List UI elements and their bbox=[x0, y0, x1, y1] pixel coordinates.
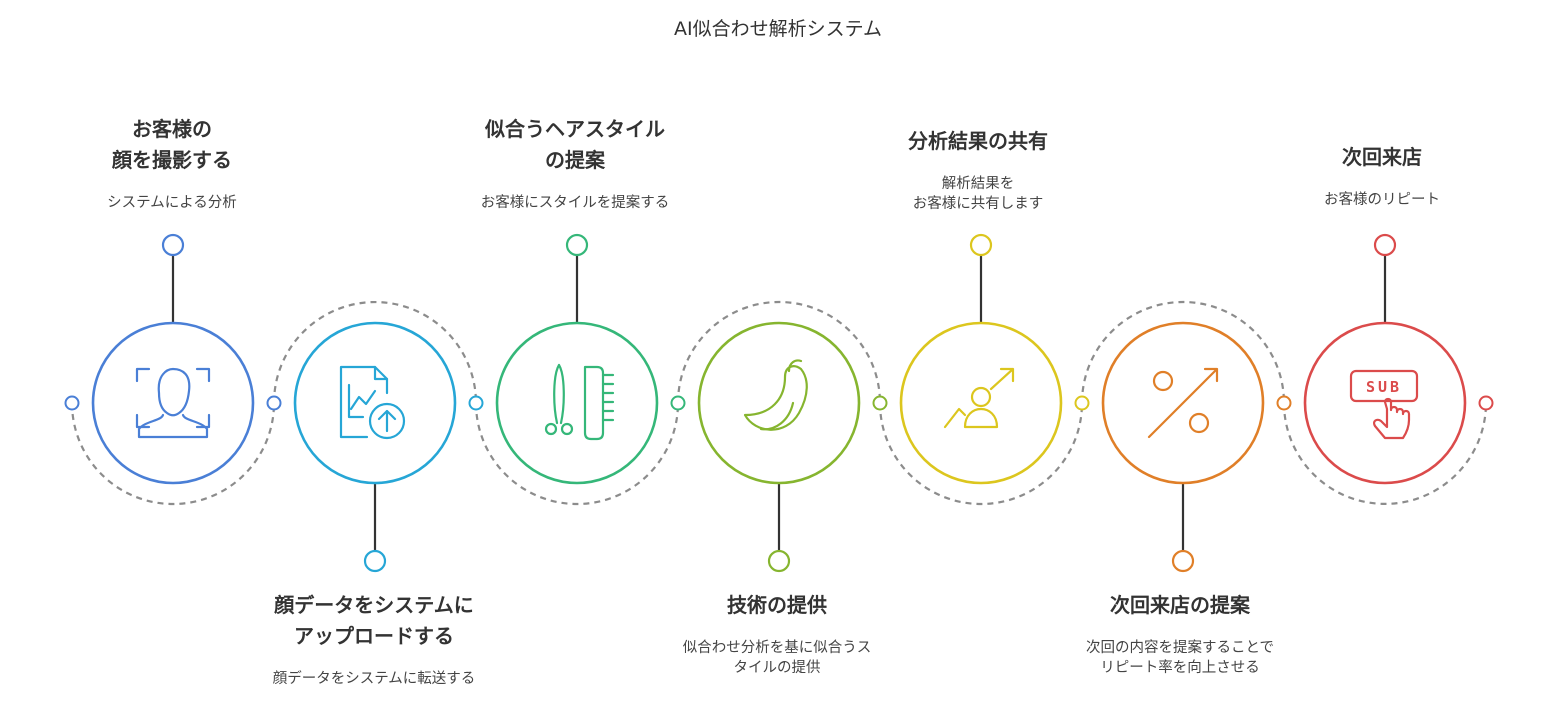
step-6-description: 次回の内容を提案することで リピート率を向上させる bbox=[1085, 640, 1275, 676]
step-7-label: 次回来店 お客様のリピート bbox=[1292, 142, 1472, 210]
step-6-title: 次回来店の提案 bbox=[1110, 593, 1250, 617]
step-6-end-dot bbox=[1171, 549, 1195, 573]
scissors-comb-icon bbox=[544, 363, 615, 441]
connector-arc-3 bbox=[474, 402, 680, 506]
step-5-label: 分析結果の共有 解析結果を お客様に共有します bbox=[868, 126, 1088, 214]
step-5-description: 解析結果を お客様に共有します bbox=[912, 176, 1044, 212]
connector-arc-6 bbox=[1080, 300, 1286, 404]
chili-pepper-icon bbox=[743, 359, 808, 431]
svg-text:SUB: SUB bbox=[1366, 378, 1402, 396]
step-2-description: 顔データをシステムに転送する bbox=[272, 671, 476, 687]
step-3-description: お客様にスタイルを提案する bbox=[480, 195, 670, 211]
upload-document-icon bbox=[339, 365, 406, 440]
step-1-end-dot bbox=[161, 233, 185, 257]
step-4-end-dot bbox=[767, 549, 791, 573]
joint-dot-2 bbox=[266, 395, 282, 411]
step-4-description: 似合わせ分析を基に似合うス タイルの提供 bbox=[682, 640, 872, 676]
step-2-circle bbox=[293, 321, 457, 485]
step-1-description: システムによる分析 bbox=[107, 195, 237, 211]
step-2-title: 顔データをシステムに アップロードする bbox=[274, 593, 474, 648]
growth-user-icon bbox=[943, 367, 1015, 429]
step-2-end-dot bbox=[363, 549, 387, 573]
step-7-description: お客様のリピート bbox=[1324, 192, 1440, 208]
connector-arc-2 bbox=[272, 300, 478, 404]
step-7-title: 次回来店 bbox=[1342, 145, 1422, 169]
step-3-title: 似合うヘアスタイル の提案 bbox=[485, 117, 665, 172]
connector-arc-4 bbox=[676, 300, 882, 404]
joint-dot-3 bbox=[468, 395, 484, 411]
step-1-label: お客様の 顔を撮影する システムによる分析 bbox=[72, 114, 272, 213]
joint-dot-6 bbox=[1074, 395, 1090, 411]
step-7-end-dot bbox=[1373, 233, 1397, 257]
joint-dot-8 bbox=[1478, 395, 1494, 411]
joint-dot-1 bbox=[64, 395, 80, 411]
step-4-label: 技術の提供 似合わせ分析を基に似合うス タイルの提供 bbox=[652, 590, 902, 678]
connector-arc-1 bbox=[70, 402, 276, 506]
step-6-label: 次回来店の提案 次回の内容を提案することで リピート率を向上させる bbox=[1050, 590, 1310, 678]
step-5-title: 分析結果の共有 bbox=[908, 129, 1048, 153]
step-1-circle bbox=[91, 321, 255, 485]
step-5-circle bbox=[899, 321, 1063, 485]
connector-arc-5 bbox=[878, 402, 1084, 506]
step-3-label: 似合うヘアスタイル の提案 お客様にスタイルを提案する bbox=[440, 114, 710, 213]
step-3-circle bbox=[495, 321, 659, 485]
step-4-circle bbox=[697, 321, 861, 485]
step-3-end-dot bbox=[565, 233, 589, 257]
connector-arc-7 bbox=[1282, 402, 1488, 506]
diagram-title: AI似合わせ解析システム bbox=[673, 18, 883, 40]
joint-dot-7 bbox=[1276, 395, 1292, 411]
percent-icon bbox=[1147, 367, 1219, 439]
joint-dot-5 bbox=[872, 395, 888, 411]
step-5-end-dot bbox=[969, 233, 993, 257]
step-2-label: 顔データをシステムに アップロードする 顔データをシステムに転送する bbox=[229, 590, 519, 689]
step-1-title: お客様の 顔を撮影する bbox=[112, 117, 232, 172]
joint-dot-4 bbox=[670, 395, 686, 411]
step-4-title: 技術の提供 bbox=[727, 593, 827, 617]
subscribe-click-icon: SUB bbox=[1349, 369, 1419, 440]
face-scan-icon bbox=[135, 367, 211, 439]
